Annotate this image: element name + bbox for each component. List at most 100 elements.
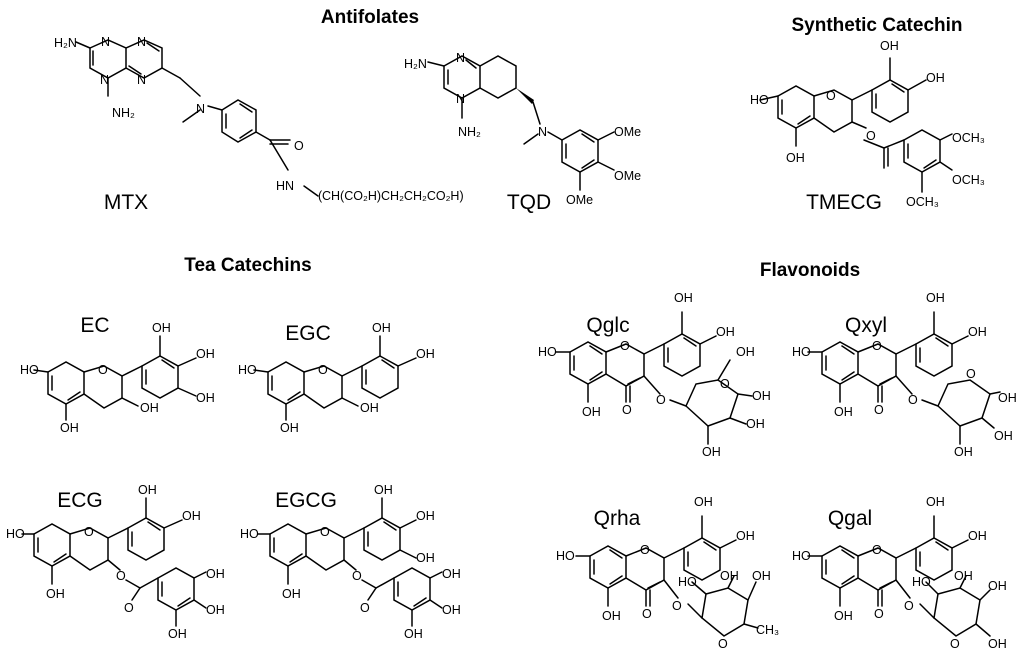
qglc-oh1: OH bbox=[582, 405, 601, 419]
mtx-n2: N bbox=[101, 35, 110, 49]
qgal-oh5: OH bbox=[954, 569, 973, 583]
qgal-oh2: OH bbox=[926, 495, 945, 509]
tqd-structure: H₂N NH₂ N N N OMe OMe OMe bbox=[404, 51, 641, 207]
qxyl-label: Qxyl bbox=[845, 314, 887, 337]
tqd-label: TQD bbox=[507, 191, 551, 214]
ecg-oh2: OH bbox=[138, 483, 157, 497]
qxyl-o2: O bbox=[874, 403, 884, 417]
egcg-oh7: OH bbox=[404, 627, 423, 641]
qglc-oh7: OH bbox=[702, 445, 721, 459]
qglc-oh4: OH bbox=[736, 345, 755, 359]
tqd-ome1: OMe bbox=[614, 125, 641, 139]
egcg-ho: HO bbox=[240, 527, 259, 541]
egcg-oh1: OH bbox=[282, 587, 301, 601]
egc-o: O bbox=[318, 363, 328, 377]
qxyl-o4: O bbox=[966, 367, 976, 381]
egcg-ester-o: O bbox=[352, 569, 362, 583]
qgal-label: Qgal bbox=[828, 507, 872, 530]
qgal-oh6: OH bbox=[988, 579, 1007, 593]
qglc-oh5: OH bbox=[752, 389, 771, 403]
mtx-n3: N bbox=[137, 35, 146, 49]
mtx-hn: HN bbox=[276, 179, 294, 193]
qxyl-oh3: OH bbox=[968, 325, 987, 339]
qxyl-o3: O bbox=[908, 393, 918, 407]
tmecg-och3-3: OCH₃ bbox=[906, 195, 939, 209]
egc-ho: HO bbox=[238, 363, 257, 377]
tqd-n3: N bbox=[538, 125, 547, 139]
qgal-structure: HO O OH O O OH OH HO OH OH O OH bbox=[792, 495, 1007, 651]
egcg-oh3: OH bbox=[416, 509, 435, 523]
antifolates-title: Antifolates bbox=[321, 7, 419, 28]
tqd-h2n: H₂N bbox=[404, 57, 427, 71]
ec-oh2: OH bbox=[140, 401, 159, 415]
tqd-nh2: NH₂ bbox=[458, 125, 481, 139]
egc-oh3: OH bbox=[372, 321, 391, 335]
tea-catechins-title: Tea Catechins bbox=[184, 255, 311, 276]
tmecg-och3-2: OCH₃ bbox=[952, 173, 985, 187]
ec-label: EC bbox=[80, 314, 109, 337]
ecg-ester-o: O bbox=[116, 569, 126, 583]
qrha-ho: HO bbox=[556, 549, 575, 563]
ecg-oh5: OH bbox=[206, 603, 225, 617]
ecg-oh4: OH bbox=[206, 567, 225, 581]
tmecg-ho1: HO bbox=[750, 93, 769, 107]
qgal-oh3: OH bbox=[968, 529, 987, 543]
tqd-n2: N bbox=[456, 92, 465, 106]
qxyl-o1: O bbox=[872, 339, 882, 353]
qxyl-ho: HO bbox=[792, 345, 811, 359]
qrha-o4: O bbox=[718, 637, 728, 651]
mtx-n4: N bbox=[137, 73, 146, 87]
qgal-o3: O bbox=[904, 599, 914, 613]
qgal-oh4: HO bbox=[912, 575, 931, 589]
ecg-structure: HO O OH O O OH OH OH OH OH bbox=[6, 483, 225, 641]
tmecg-och3-1: OCH₃ bbox=[952, 131, 985, 145]
qglc-oh2: OH bbox=[674, 291, 693, 305]
mtx-o: O bbox=[294, 139, 304, 153]
qrha-o3: O bbox=[672, 599, 682, 613]
egcg-structure: HO O OH O O OH OH OH OH OH OH bbox=[240, 483, 461, 641]
qglc-o4: O bbox=[720, 377, 730, 391]
qxyl-oh1: OH bbox=[834, 405, 853, 419]
egcg-o: O bbox=[320, 525, 330, 539]
egc-oh1: OH bbox=[280, 421, 299, 435]
ecg-oh3: OH bbox=[182, 509, 201, 523]
tmecg-ho2: OH bbox=[786, 151, 805, 165]
qglc-o2: O bbox=[622, 403, 632, 417]
qxyl-oh6: OH bbox=[954, 445, 973, 459]
tmecg-structure: HO O OH OH OH O OCH₃ OCH₃ OCH₃ bbox=[750, 39, 985, 209]
egcg-oh6: OH bbox=[442, 603, 461, 617]
qglc-label: Qglc bbox=[586, 314, 629, 337]
egcg-carbonyl-o: O bbox=[360, 601, 370, 615]
tmecg-label: TMECG bbox=[806, 191, 882, 214]
qrha-oh2: OH bbox=[694, 495, 713, 509]
qgal-ho: HO bbox=[792, 549, 811, 563]
qgal-oh1: OH bbox=[834, 609, 853, 623]
qrha-o1: O bbox=[640, 543, 650, 557]
qxyl-oh4: OH bbox=[998, 391, 1017, 405]
egcg-oh4: OH bbox=[416, 551, 435, 565]
qrha-oh4: HO bbox=[678, 575, 697, 589]
flavonoids-title: Flavonoids bbox=[760, 260, 860, 281]
ecg-o: O bbox=[84, 525, 94, 539]
ecg-oh6: OH bbox=[168, 627, 187, 641]
qglc-oh3: OH bbox=[716, 325, 735, 339]
qgal-o2: O bbox=[874, 607, 884, 621]
egcg-oh5: OH bbox=[442, 567, 461, 581]
qrha-oh6: OH bbox=[752, 569, 771, 583]
qrha-oh1: OH bbox=[602, 609, 621, 623]
qxyl-oh5: OH bbox=[994, 429, 1013, 443]
mtx-nh2: NH₂ bbox=[112, 106, 135, 120]
qglc-structure: HO O OH O O OH OH OH O OH OH OH bbox=[538, 291, 771, 459]
qglc-o3: O bbox=[656, 393, 666, 407]
egcg-label: EGCG bbox=[275, 489, 337, 512]
egcg-oh2: OH bbox=[374, 483, 393, 497]
ec-oh4: OH bbox=[196, 347, 215, 361]
tmecg-oh2: OH bbox=[926, 71, 945, 85]
qglc-oh6: OH bbox=[746, 417, 765, 431]
egc-oh4: OH bbox=[416, 347, 435, 361]
qxyl-structure: HO O OH O O OH OH O OH OH OH bbox=[792, 291, 1017, 459]
ec-oh3: OH bbox=[152, 321, 171, 335]
tqd-n1: N bbox=[456, 51, 465, 65]
ec-oh1: OH bbox=[60, 421, 79, 435]
